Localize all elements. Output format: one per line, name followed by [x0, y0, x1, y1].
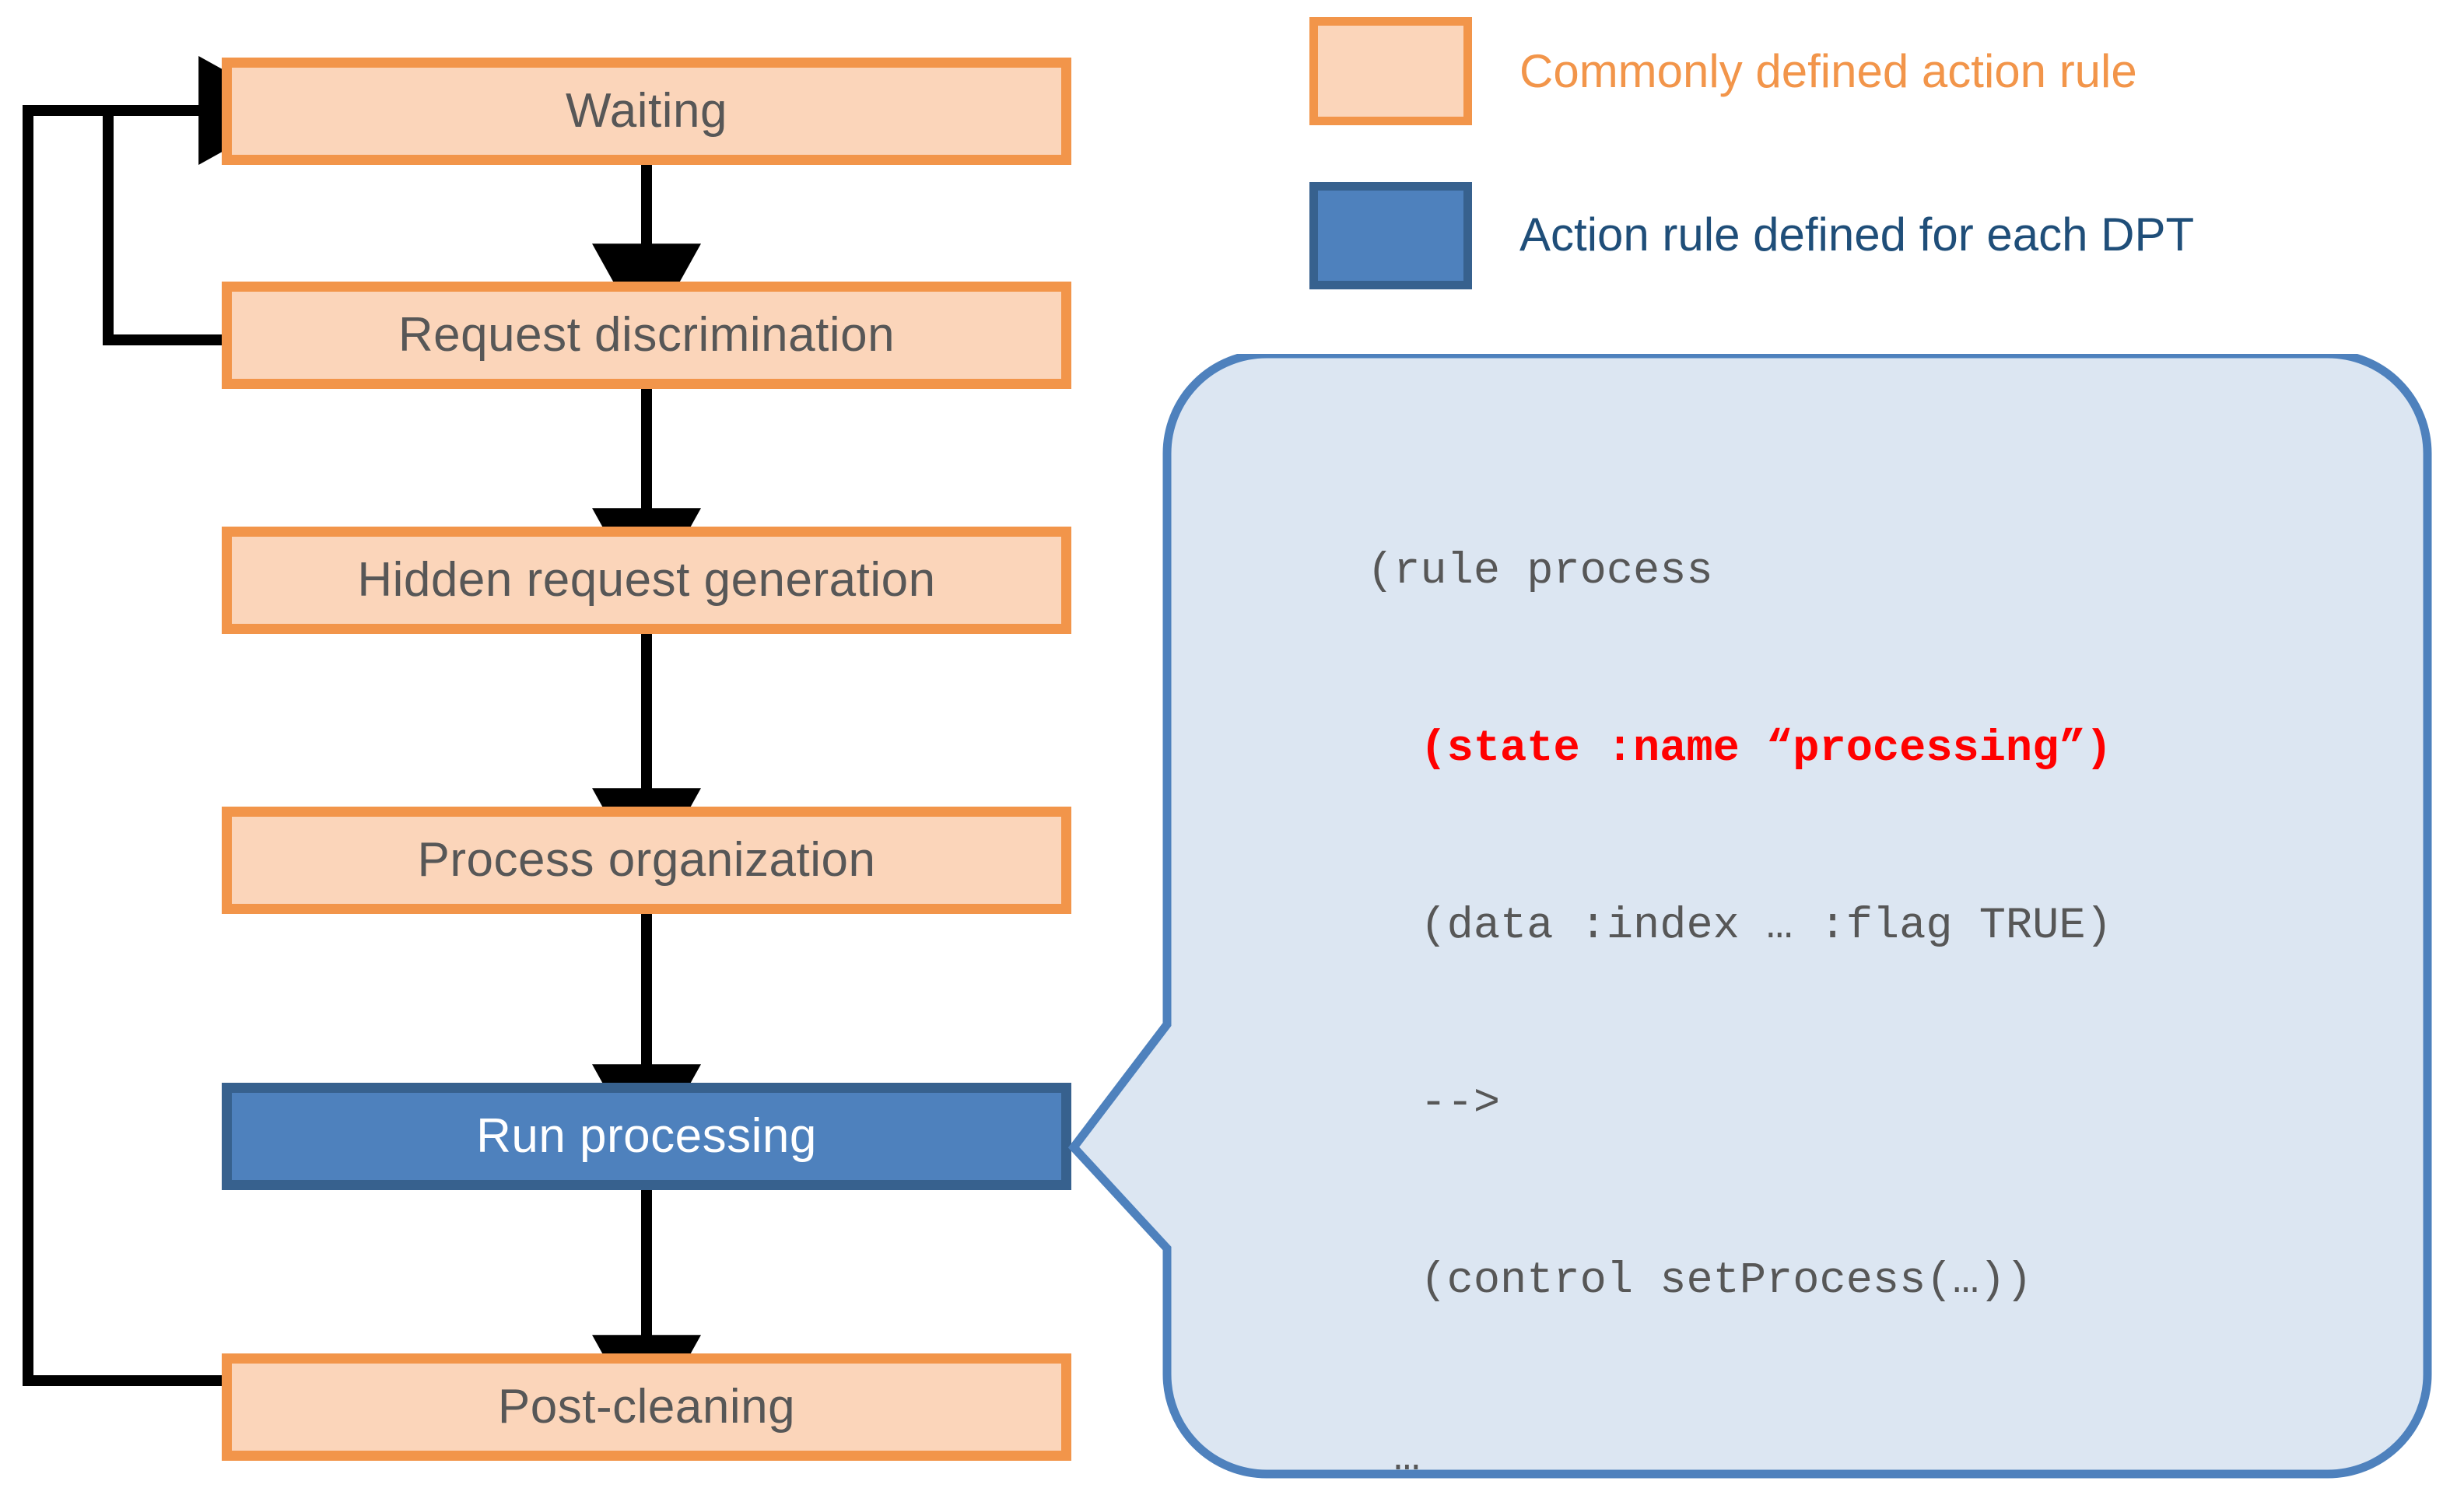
code-line-5: … [1367, 1434, 1421, 1483]
node-hidden-request-generation[interactable]: Hidden request generation [222, 527, 1071, 634]
edge-feedback-request-discrimination-to-waiting [103, 105, 223, 345]
code-line-4: (control setProcess(…)) [1367, 1256, 2033, 1306]
node-request-discrimination[interactable]: Request discrimination [222, 282, 1071, 389]
code-line-1: (state :name “processing”) [1367, 724, 2112, 774]
node-label: Waiting [566, 84, 727, 138]
code-line-0: (rule process [1367, 547, 1713, 597]
node-waiting[interactable]: Waiting [222, 58, 1071, 165]
edge-feedback-post-cleaning-to-waiting [23, 105, 223, 1386]
node-process-organization[interactable]: Process organization [222, 807, 1071, 914]
callout-bubble [1067, 354, 2432, 1479]
legend-swatch-dpt [1309, 182, 1472, 289]
node-label: Post-cleaning [497, 1380, 796, 1434]
node-post-cleaning[interactable]: Post-cleaning [222, 1353, 1071, 1461]
node-run-processing[interactable]: Run processing [222, 1083, 1071, 1190]
code-line-2: (data :index … :flag TRUE) [1367, 902, 2112, 951]
node-label: Request discrimination [398, 308, 896, 362]
node-label: Run processing [476, 1109, 817, 1164]
legend-swatch-common [1309, 17, 1472, 125]
node-label: Process organization [417, 833, 876, 888]
legend-label-common: Commonly defined action rule [1519, 45, 2137, 97]
callout-code-block: (rule process (state :name “processing”)… [1367, 424, 2402, 1495]
callout-bubble-path [1067, 354, 2432, 1479]
legend-label-dpt: Action rule defined for each DPT [1519, 208, 2195, 261]
code-line-3: --> [1367, 1079, 1501, 1129]
node-label: Hidden request generation [357, 553, 936, 607]
